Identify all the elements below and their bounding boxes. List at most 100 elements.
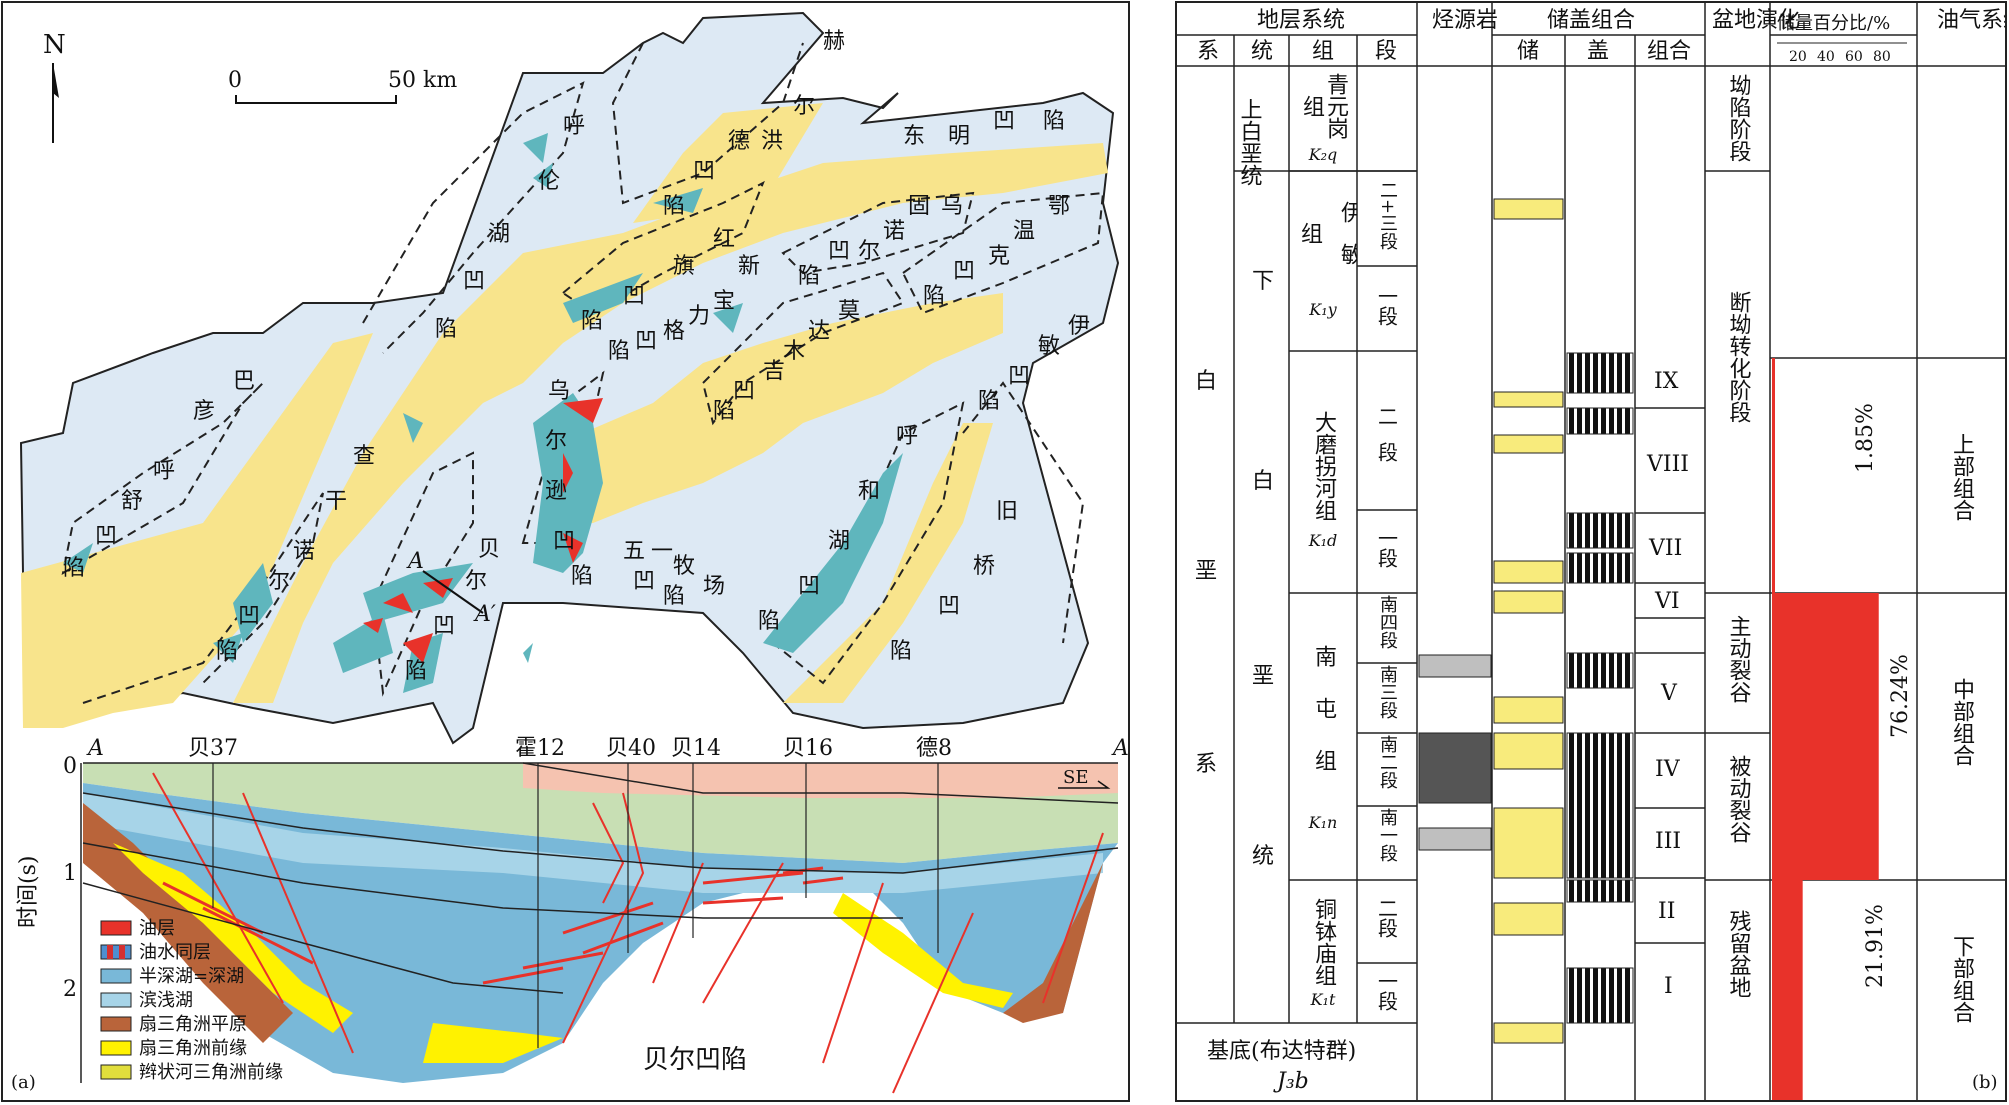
table-header: 地层系统 系 统 组 段 烃源岩 储盖组合 储 盖 组合 盆地演化 储量百分比/…: [1197, 8, 2009, 65]
section-fan-front: [113, 843, 353, 1033]
evolution-s1: 坳陷阶段: [1725, 74, 1751, 162]
dep-label-ewenke-3: 凹: [953, 259, 975, 284]
hdr-reserve: 储量百分比/%: [1777, 13, 1890, 34]
xi-0: 白: [1195, 369, 1217, 394]
dep-label-huhe-2: 湖: [828, 529, 850, 554]
dep-label-hongqi-3: 陷: [581, 309, 603, 334]
legend-label: 滨浅湖: [139, 990, 193, 1011]
tong-lower-2: 垩: [1252, 664, 1274, 689]
legend-swatch: [100, 968, 132, 984]
dep-label-chagan-4: 凹: [238, 604, 260, 629]
dep-label-wuyi-1: 一: [651, 539, 673, 564]
scale-zero: 0: [228, 68, 242, 93]
xi-column: 白 垩 系: [1195, 369, 1217, 777]
dep-label-moda-3: 吉: [763, 359, 785, 384]
dep-label-wuyi-3: 场: [703, 574, 725, 599]
dep-label-hulunhu-2: 湖: [488, 222, 510, 247]
uplift-zone: [783, 423, 993, 703]
tong-column: 上白垩统 下 白 垩 统: [1237, 98, 1275, 869]
dep-label-dongming-3: 陷: [1043, 109, 1065, 134]
section-b: A′: [1111, 736, 1128, 761]
hdr-reserve-tick: 20: [1789, 49, 1807, 65]
uplift-zone: [543, 293, 1003, 523]
section-legend: 油层 油水同层 半深湖=深湖 滨浅湖 扇三角洲平原 扇三角洲前缘 辫状河三角洲前…: [100, 918, 283, 1083]
section-wells: [212, 763, 939, 1048]
dep-label-moda-5: 陷: [713, 399, 735, 424]
combo-I: I: [1664, 974, 1673, 999]
dep-label-heer-0: 赫: [823, 29, 845, 54]
legend-label: 扇三角洲平原: [139, 1014, 247, 1035]
fm-tongbomiao-code: K₁t: [1310, 990, 1336, 1009]
member-dm-2: 二段: [1374, 406, 1399, 478]
fm-nantun: 南屯组: [1311, 645, 1336, 801]
tong-lower-0: 下: [1252, 269, 1274, 294]
reserve-bars: [1772, 358, 1879, 1100]
member-nt-1: 南一段: [1377, 808, 1398, 862]
evolution-s5: 残留盆地: [1725, 910, 1751, 998]
member-yimin-23: 二+三段: [1377, 181, 1398, 251]
dep-label-ewenke-4: 陷: [923, 284, 945, 309]
well-5: 德8: [916, 736, 952, 761]
dep-label-dongming-0: 东: [903, 124, 925, 149]
dep-label-hulunhu-1: 伦: [538, 169, 560, 194]
strat-table: 地层系统 系 统 组 段 烃源岩 储盖组合 储 盖 组合 盆地演化 储量百分比/…: [1177, 3, 2009, 1100]
scale-max: 50 km: [388, 68, 457, 93]
dep-label-beier-2: 凹: [433, 614, 455, 639]
dep-label-yimin-1: 敏: [1038, 334, 1060, 359]
combo-VII: VII: [1648, 536, 1682, 561]
well-0: 贝37: [188, 736, 238, 761]
hdr-reserve-tick: 40: [1817, 49, 1835, 65]
dep-label-heer-3: 德: [728, 129, 750, 154]
dep-label-heer-5: 陷: [663, 194, 685, 219]
dep-label-huhe-0: 呼: [896, 424, 918, 449]
hdr-tong: 统: [1251, 39, 1273, 64]
uplift-zone: [633, 103, 823, 223]
dep-label-chagan-3: 尔: [268, 569, 290, 594]
reserve-label-0: 1.85%: [1853, 403, 1878, 473]
legend-swatch: [100, 1040, 132, 1056]
system-middle: 中部组合: [1949, 678, 1974, 766]
dep-label-xinbao-1: 宝: [713, 289, 735, 314]
dep-label-moda-0: 莫: [838, 299, 860, 324]
section-fan-plain: [1003, 863, 1103, 1023]
hdr-combo: 储盖组合: [1547, 8, 1635, 33]
dep-label-beier-1: 尔: [465, 569, 487, 594]
section-line: A A′: [406, 549, 496, 627]
dep-label-xinbao-2: 力: [688, 304, 710, 329]
dep-label-chagan-5: 陷: [216, 639, 238, 664]
dep-label-bayan-3: 舒: [121, 489, 143, 514]
fm-damoguaihe: 大磨拐河组: [1311, 411, 1336, 521]
dep-label-bayan-1: 彦: [193, 399, 215, 424]
legend-label: 油水同层: [139, 942, 211, 963]
dep-label-wuerxun-3: 凹: [553, 529, 575, 554]
dep-label-ewenke-1: 温: [1013, 219, 1035, 244]
dep-label-hongqi-0: 红: [713, 227, 735, 252]
fm-yimin: 伊敏组: [1297, 200, 1357, 285]
cap-blocks: [1566, 352, 1634, 1024]
fm-tongbomiao: 铜钵庙组: [1311, 898, 1336, 986]
combo-IV: IV: [1655, 757, 1681, 782]
north-arrow: N: [43, 30, 66, 143]
dep-label-wuyi-0: 五: [623, 539, 645, 564]
fm-damoguaihe-code: K₁d: [1308, 531, 1338, 550]
member-yimin-1: 一段: [1374, 286, 1399, 326]
section-pink-strata: [523, 763, 1118, 798]
dep-label-wugu-5: 陷: [798, 264, 820, 289]
section-shallow-lake: [83, 793, 1103, 893]
y-tick-1: 1: [63, 861, 77, 886]
dep-label-moda-1: 达: [808, 319, 830, 344]
section-fan-front: [833, 893, 1013, 1008]
map-panel: N 0 50 km 呼 伦 湖 凹 陷 红 旗 凹 陷 赫 尔 洪 德 凹 陷 …: [1, 1, 1134, 1102]
hdr-chu: 储: [1517, 39, 1539, 64]
uplift-zone: [21, 333, 373, 728]
dep-label-huhe-1: 和: [858, 479, 880, 504]
hdr-xi: 系: [1197, 39, 1219, 64]
dep-label-wuerxun-0: 乌: [548, 379, 570, 404]
panel-b-label: (b): [1972, 1072, 1998, 1093]
dep-label-wugu-0: 乌: [941, 194, 963, 219]
source-rocks: [1418, 654, 1492, 851]
dep-label-wuyi-4: 凹: [633, 569, 655, 594]
dep-label-wuerxun-1: 尔: [545, 429, 567, 454]
reserve-bar: [1772, 593, 1879, 880]
well-3: 贝14: [671, 736, 721, 761]
